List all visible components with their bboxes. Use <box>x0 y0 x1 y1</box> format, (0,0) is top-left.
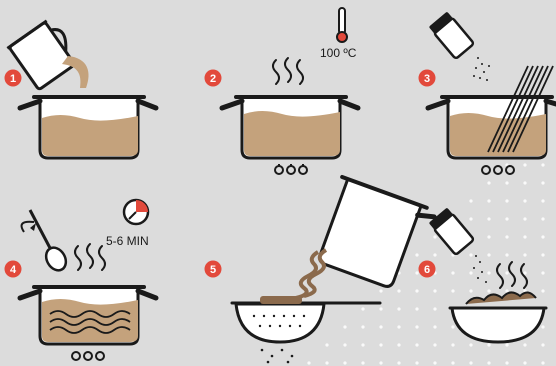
salt-grains <box>473 57 490 81</box>
svg-text:2: 2 <box>210 73 216 85</box>
flame-icon <box>72 352 104 360</box>
spoon-icon <box>22 210 70 274</box>
step-1: 1 <box>5 17 157 158</box>
step-number-badge: 2 <box>205 70 222 87</box>
pot-icon <box>20 287 156 344</box>
svg-text:4: 4 <box>10 264 17 276</box>
pot-icon <box>428 97 556 158</box>
salt-shaker-icon <box>429 11 474 59</box>
falling-pasta <box>296 250 326 298</box>
pot-icon <box>20 97 156 158</box>
steam-icon <box>75 244 105 270</box>
svg-text:1: 1 <box>10 73 16 85</box>
step-number-badge: 5 <box>205 261 222 278</box>
svg-text:6: 6 <box>424 264 430 276</box>
svg-text:5: 5 <box>210 264 216 276</box>
svg-text:5-6 MIN: 5-6 MIN <box>106 234 149 248</box>
step-4: 5-6 MIN <box>5 200 157 360</box>
step-number-badge: 6 <box>419 261 436 278</box>
step-number-badge: 4 <box>5 261 22 278</box>
step-number-badge: 3 <box>419 70 436 87</box>
svg-text:100 ºC: 100 ºC <box>320 46 357 60</box>
thermometer-icon <box>337 8 347 42</box>
steam-icon <box>273 58 303 84</box>
timer-icon <box>124 200 148 224</box>
pot-icon <box>222 97 358 158</box>
step-3: 3 <box>419 11 556 174</box>
step-number-badge: 1 <box>5 70 22 87</box>
flame-icon <box>275 164 307 174</box>
step-2: 100 ºC 2 <box>205 8 359 174</box>
svg-text:3: 3 <box>424 73 430 85</box>
